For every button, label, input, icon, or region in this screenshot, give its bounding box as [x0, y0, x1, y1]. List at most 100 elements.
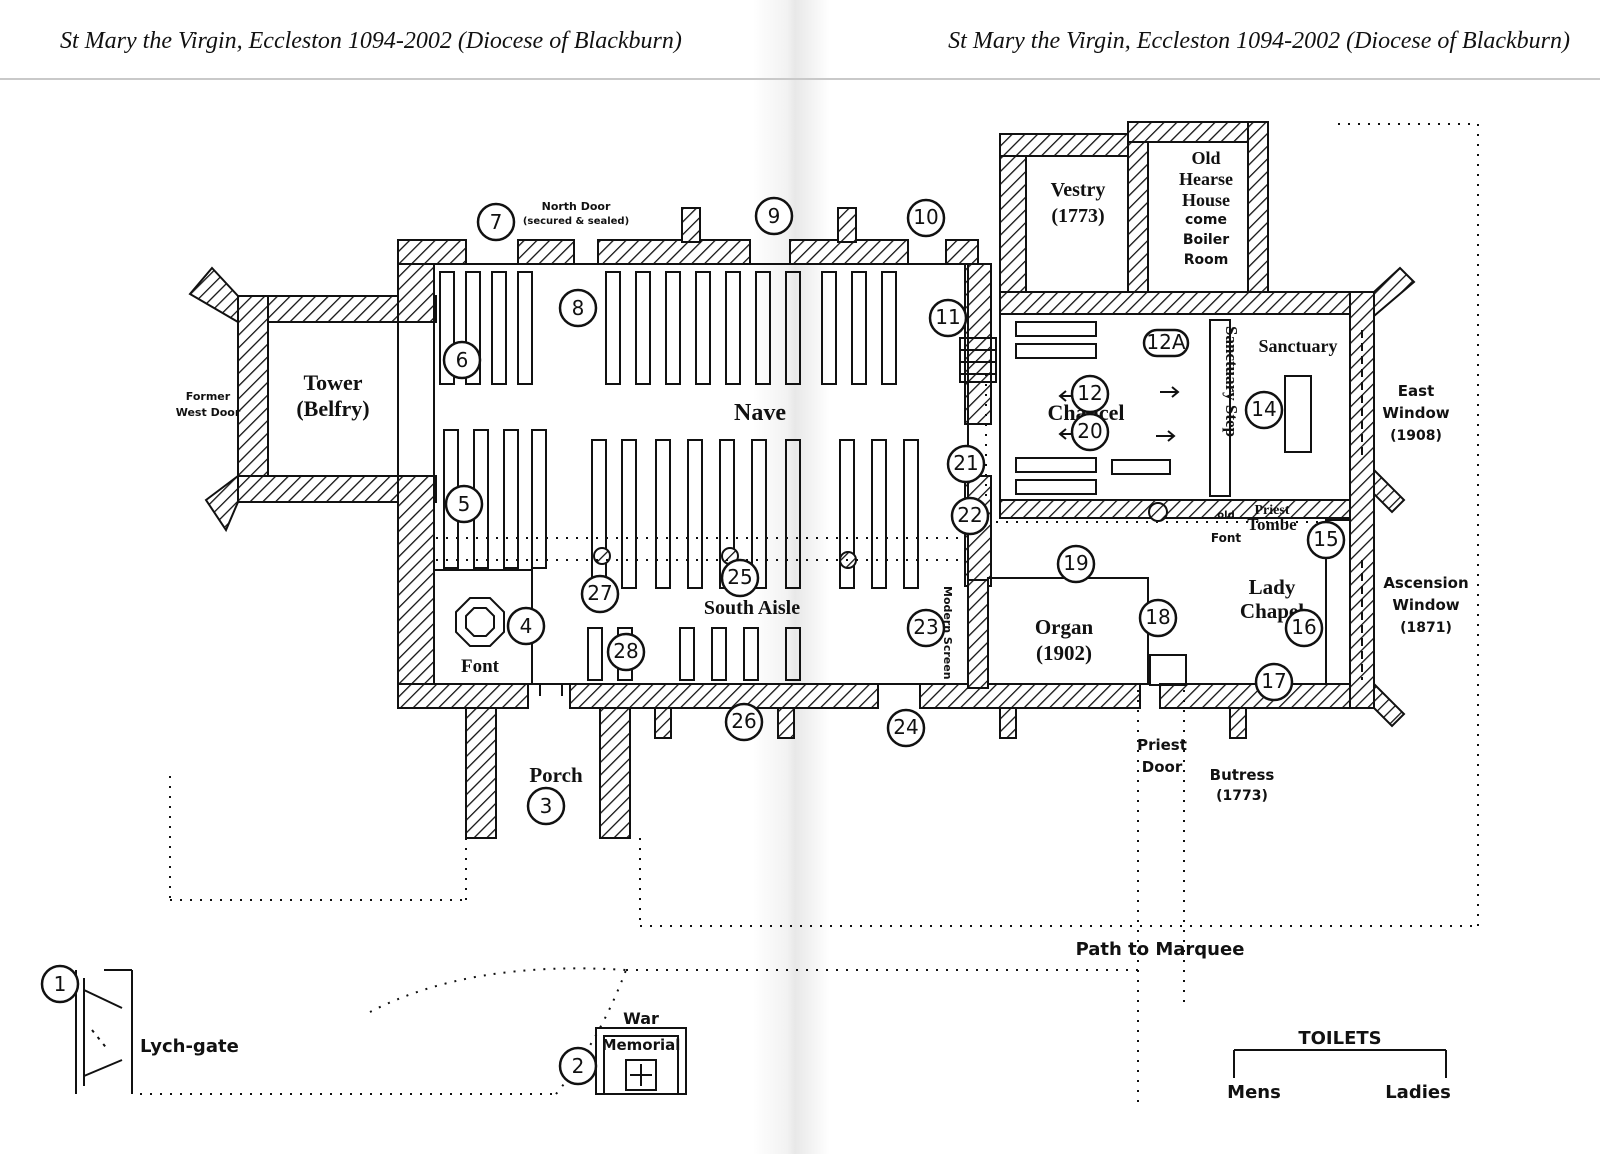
header-rule	[0, 78, 1600, 80]
south-buttress-2	[777, 707, 795, 739]
marker-26[interactable]: 26	[731, 709, 756, 733]
east-window-label-3: (1908)	[1390, 428, 1442, 444]
marker-22[interactable]: 22	[957, 503, 982, 527]
marker-20[interactable]: 20	[1077, 419, 1102, 443]
ladies-label: Ladies	[1385, 1082, 1451, 1103]
marker-6[interactable]: 6	[456, 348, 469, 372]
marker-23[interactable]: 23	[913, 615, 938, 639]
vestry-room	[1025, 155, 1129, 293]
sanctuary-step-label: Sanctuary Step	[1222, 326, 1241, 437]
pews-north-nave	[605, 271, 897, 385]
war-memorial-label-2: Memorial	[602, 1036, 681, 1054]
porch-east-wall	[599, 707, 631, 839]
marker-8[interactable]: 8	[572, 296, 585, 320]
chancel-north-wall	[999, 291, 1351, 315]
altar	[1284, 375, 1312, 453]
hearse-west-wall	[1127, 121, 1149, 303]
hearse-label-2: Hearse	[1179, 169, 1233, 189]
marker-9[interactable]: 9	[768, 204, 781, 228]
pews	[439, 271, 919, 681]
tower-buttress-nw	[188, 266, 239, 324]
pews-north-west	[439, 271, 533, 385]
tower-room	[267, 321, 399, 477]
marker-3[interactable]: 3	[540, 794, 553, 818]
marker-12a[interactable]: 12A	[1146, 330, 1185, 354]
font-label: Font	[461, 656, 500, 677]
marker-11[interactable]: 11	[935, 305, 960, 329]
former-west-door-label-1: Former	[186, 390, 231, 403]
hearse-east-wall	[1247, 121, 1269, 303]
nave-label: Nave	[734, 400, 786, 426]
east-buttress-south	[1373, 681, 1406, 728]
hearse-label-4: come	[1185, 212, 1227, 228]
marker-16[interactable]: 16	[1291, 615, 1316, 639]
chancel-arch-north	[964, 263, 992, 425]
tower-west-wall	[237, 295, 269, 503]
marker-4[interactable]: 4	[520, 614, 533, 638]
marker-24[interactable]: 24	[893, 715, 918, 739]
page-header-right: St Mary the Virgin, Eccleston 1094-2002 …	[948, 28, 1570, 54]
vestry-north-wall	[999, 133, 1131, 157]
tower-buttress-sw	[204, 474, 239, 533]
nave-west-wall-south	[397, 475, 435, 697]
sanctuary-step-rail	[1209, 319, 1231, 497]
marker-1[interactable]: 1	[54, 972, 67, 996]
former-west-door-label-2: West Door	[176, 406, 241, 419]
numbered-markers	[40, 196, 1346, 1086]
marker-7[interactable]: 7	[490, 210, 503, 234]
pews-south-aisle	[587, 627, 801, 681]
lady-chapel-north-wall	[999, 499, 1351, 519]
toilet-block	[1233, 1049, 1447, 1078]
north-door-label: North Door	[542, 200, 611, 213]
east-buttress-north	[1373, 266, 1416, 319]
interior-outlines	[267, 141, 1363, 696]
old-font-label-2: Font	[1211, 531, 1241, 545]
priest-door-label-1: Priest	[1137, 736, 1187, 754]
marker-17[interactable]: 17	[1261, 669, 1286, 693]
path-to-marquee-label: Path to Marquee	[1076, 939, 1245, 960]
hearse-label-5: Boiler	[1183, 232, 1229, 248]
pews-south-nave	[591, 439, 919, 589]
vestry-label: Vestry	[1051, 179, 1106, 201]
vestry-west-wall	[999, 133, 1027, 305]
marker-12[interactable]: 12	[1077, 381, 1102, 405]
font-octagon	[455, 597, 505, 647]
marker-5[interactable]: 5	[458, 492, 471, 516]
lych-gate-structure	[75, 969, 133, 1094]
organ-west-wall	[967, 579, 989, 689]
font-bowl	[465, 607, 495, 637]
lady-chapel-label-1: Lady	[1249, 575, 1296, 599]
porch-west-wall	[465, 707, 497, 839]
marker-27[interactable]: 27	[587, 581, 612, 605]
marker-14[interactable]: 14	[1251, 397, 1276, 421]
toilets-label: TOILETS	[1298, 1028, 1381, 1049]
marker-15[interactable]: 15	[1313, 527, 1338, 551]
south-buttress-3	[999, 707, 1017, 739]
south-wall-1	[397, 683, 529, 709]
walls	[188, 121, 1416, 839]
marker-28[interactable]: 28	[613, 639, 638, 663]
marker-18[interactable]: 18	[1145, 605, 1170, 629]
mens-label: Mens	[1227, 1082, 1281, 1103]
marker-25[interactable]: 25	[727, 565, 752, 589]
war-memorial-label-1: War	[623, 1009, 659, 1028]
north-buttress-1	[681, 207, 701, 243]
butress-label-2: (1773)	[1216, 788, 1268, 804]
marker-2[interactable]: 2	[572, 1054, 585, 1078]
south-wall-4	[1159, 683, 1351, 709]
priest-tomb-label-2: Tombe	[1247, 515, 1297, 534]
marker-19[interactable]: 19	[1063, 551, 1088, 575]
marker-21[interactable]: 21	[953, 451, 978, 475]
organ-label: Organ	[1035, 615, 1094, 639]
nave-north-wall-5	[945, 239, 979, 265]
priest-tomb-label-1: Priest	[1255, 503, 1290, 518]
tower-label: Tower	[303, 370, 362, 395]
priest-door-step	[1149, 654, 1187, 686]
ascension-window-label-1: Ascension	[1383, 574, 1468, 592]
old-font-label-1: old	[1217, 510, 1234, 521]
south-buttress-1	[654, 707, 672, 739]
page-header-left: St Mary the Virgin, Eccleston 1094-2002 …	[60, 28, 682, 54]
marker-10[interactable]: 10	[913, 205, 938, 229]
east-window-label-1: East	[1398, 382, 1434, 400]
